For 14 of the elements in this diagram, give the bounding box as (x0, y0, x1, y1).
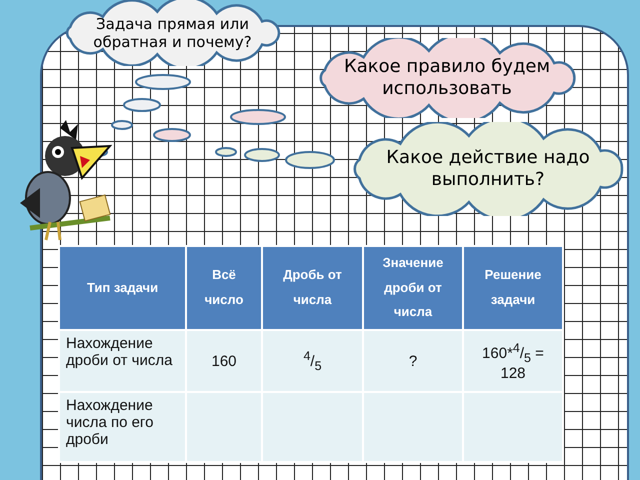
task-type-text: Нахождение дроби от числа (59, 330, 186, 392)
table-value: $^{4}$/$_{5}$ (262, 330, 363, 392)
column-header: Всё число (186, 246, 262, 330)
question-text: Какое действие надо выполнить? (385, 147, 591, 191)
column-header: Дробь от числа (262, 246, 363, 330)
task-type-text: Нахождение числа по его дроби (59, 392, 186, 462)
table-value: ? (363, 330, 463, 392)
table-value: 160 (186, 330, 262, 392)
question-text: Задача прямая или обратная и почему? (92, 15, 253, 51)
question-text: Какое правило будем использовать (342, 56, 552, 100)
table-value: 160*$^{4}$/$_{5}$ = 128 (463, 330, 563, 392)
column-header: Значение дроби от числа (363, 246, 463, 330)
column-header: Решение задачи (463, 246, 563, 330)
column-header: Тип задачи (59, 246, 186, 330)
